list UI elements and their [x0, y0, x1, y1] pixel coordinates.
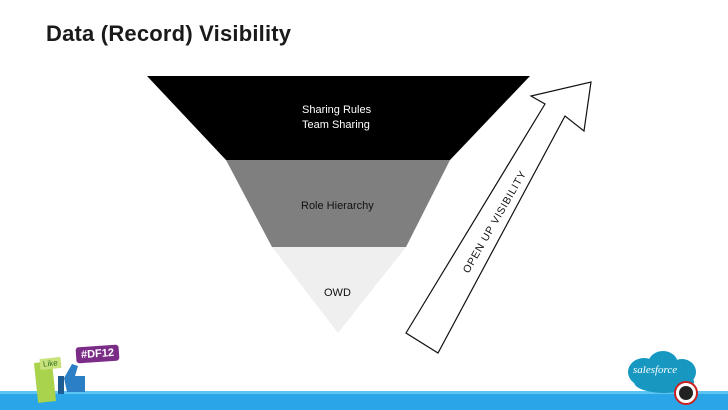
logo-text: salesforce	[633, 364, 678, 376]
funnel-top-line-1: Sharing Rules	[302, 104, 372, 116]
like-thumb-icon	[33, 361, 85, 403]
slide-title: Data (Record) Visibility	[46, 21, 292, 46]
like-badge: Like	[39, 356, 62, 371]
funnel-bottom-band	[272, 247, 406, 333]
logo-seal-icon	[674, 381, 698, 405]
funnel-bottom-label: OWD	[324, 287, 351, 299]
bottom-bar-highlight	[0, 391, 728, 394]
funnel-top-label: Sharing Rules Team Sharing	[302, 103, 371, 133]
open-up-visibility-arrow	[405, 81, 592, 354]
event-badge: #DF12	[75, 344, 120, 364]
funnel-top-line-2: Team Sharing	[302, 119, 370, 131]
bottom-bar	[0, 391, 728, 410]
funnel-middle-band	[226, 160, 450, 247]
funnel-middle-label: Role Hierarchy	[301, 200, 374, 212]
funnel-top-band	[147, 76, 530, 160]
